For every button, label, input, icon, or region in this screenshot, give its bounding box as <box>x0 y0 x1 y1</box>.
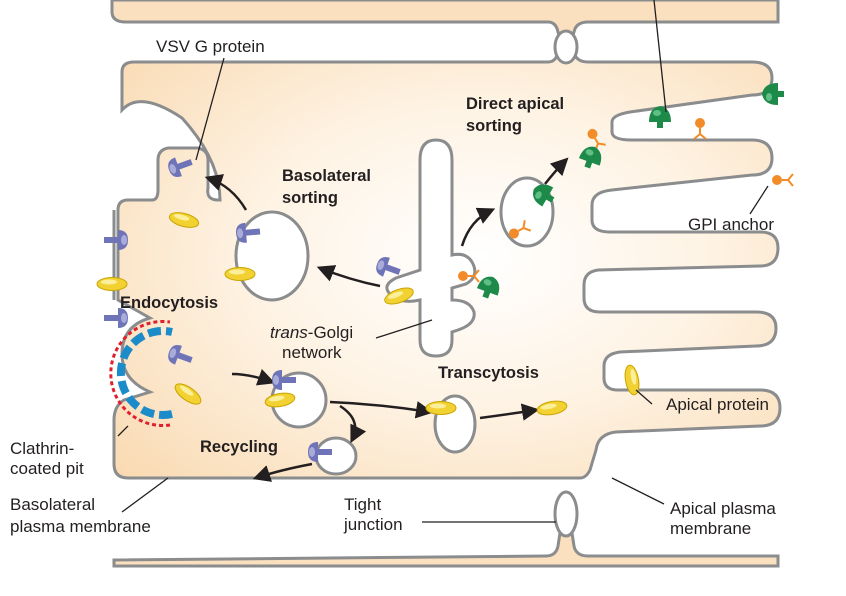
labels: VSV G protein Direct apical sorting Baso… <box>10 37 776 538</box>
endocytosis-label: Endocytosis <box>120 294 218 312</box>
basolateral-vesicle <box>234 210 310 302</box>
tight-junction-label-1: Tight <box>344 495 381 514</box>
arrows <box>204 157 569 482</box>
basolateral-sorting-label-1: Basolateral <box>282 167 371 185</box>
apical-protein-label: Apical protein <box>666 395 769 414</box>
direct-apical-label-1: Direct apical <box>466 95 564 113</box>
golgi-rest: -Golgi <box>308 323 353 342</box>
basolateral-pm-label-2: plasma membrane <box>10 517 151 536</box>
trans-golgi-label: trans-Golgi <box>270 323 353 342</box>
clathrin-label-1: Clathrin- <box>10 439 74 458</box>
leader-lines <box>117 0 769 523</box>
apical-pm-label-2: membrane <box>670 519 751 538</box>
trans-golgi-network <box>385 138 477 358</box>
apical-pm-label-1: Apical plasma <box>670 499 776 518</box>
basolateral-pm-label-1: Basolateral <box>10 495 95 514</box>
transcytosis-label: Transcytosis <box>438 364 539 382</box>
tight-junction-label-2: junction <box>343 515 403 534</box>
basolateral-sorting-label-2: sorting <box>282 189 338 207</box>
clathrin-label-2: coated pit <box>10 459 84 478</box>
recycling-vesicle <box>314 436 358 476</box>
recycling-label: Recycling <box>200 438 278 456</box>
clathrin-coated-pit <box>109 320 173 427</box>
vsvg-label: VSV G protein <box>156 37 265 56</box>
direct-apical-label-2: sorting <box>466 117 522 135</box>
trans-italic: trans <box>270 323 308 342</box>
network-label: network <box>282 343 342 362</box>
gpi-anchor-label: GPI anchor <box>688 215 774 234</box>
